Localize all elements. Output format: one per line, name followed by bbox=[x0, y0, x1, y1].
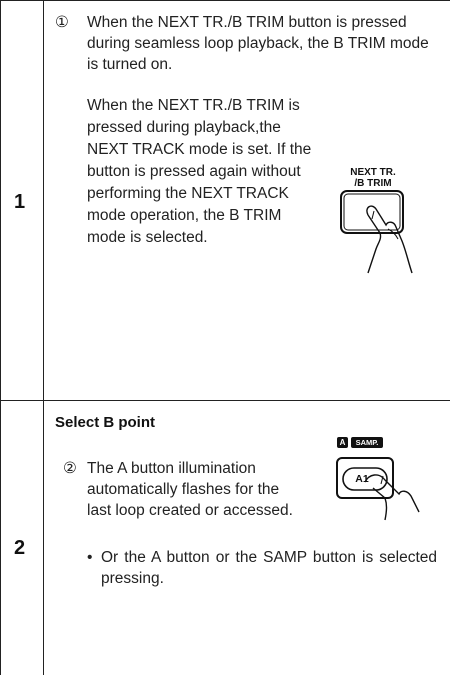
finger-pressing-button-icon bbox=[340, 190, 413, 274]
section-heading: Select B point bbox=[55, 414, 156, 431]
table-left-border bbox=[0, 0, 1, 675]
step-marker: ② bbox=[63, 460, 77, 477]
bullet-text: Or the A button or the SAMP button is se… bbox=[101, 549, 437, 587]
step-text: When the NEXT TR./B TRIM button is press… bbox=[87, 14, 429, 73]
step-marker: ① bbox=[55, 14, 69, 31]
note-text: When the NEXT TR./B TRIM is pressed duri… bbox=[87, 97, 312, 246]
bullet-marker: • bbox=[87, 549, 93, 566]
row-divider bbox=[0, 400, 450, 401]
column-divider bbox=[43, 0, 44, 675]
row-number: 1 bbox=[14, 191, 26, 213]
row-number: 2 bbox=[14, 537, 26, 559]
badge-a: A bbox=[339, 438, 346, 447]
button-label: A1 bbox=[355, 473, 369, 485]
table-top-border bbox=[0, 0, 450, 1]
finger-pressing-a1-button-icon bbox=[336, 437, 420, 521]
badge-samp: SAMP. bbox=[355, 438, 379, 447]
figure-label-line2: /B TRIM bbox=[354, 178, 392, 189]
next-tr-b-trim-figure: NEXT TR. /B TRIM bbox=[328, 163, 418, 283]
step-text: The A button illumination automatically … bbox=[87, 460, 293, 519]
figure-label-line1: NEXT TR. bbox=[350, 167, 396, 178]
a1-button-figure: A SAMP. A1 bbox=[335, 436, 425, 522]
